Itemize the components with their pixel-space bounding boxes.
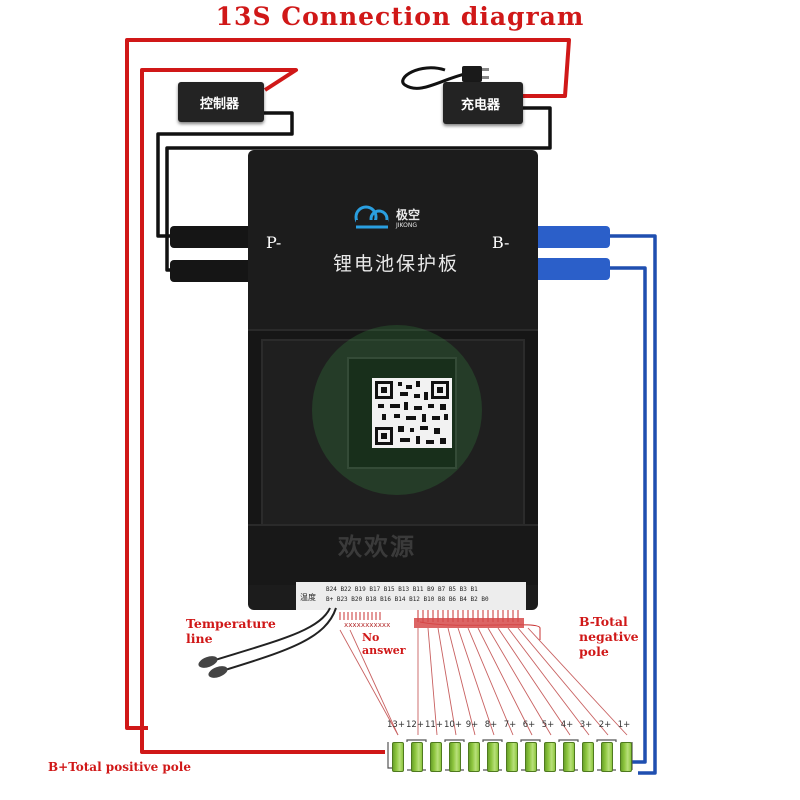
cell-label: 1+ xyxy=(617,720,631,730)
power-plug xyxy=(401,66,489,90)
temperature-line-label: Temperature line xyxy=(186,616,276,646)
no-answer-label: No answer xyxy=(362,631,406,657)
b-total-negative-label-3: pole xyxy=(579,644,609,659)
cell-label: 7+ xyxy=(503,720,517,730)
battery-cell xyxy=(411,742,423,772)
cell-label: 3+ xyxy=(579,720,593,730)
cell-label: 8+ xyxy=(484,720,498,730)
p-minus-cable-1 xyxy=(170,226,252,248)
no-answer-label-2: answer xyxy=(362,644,406,657)
battery-cell xyxy=(601,742,613,772)
pin-row-top: B24 B22 B19 B17 B15 B13 B11 B9 B7 B5 B3 … xyxy=(326,586,478,593)
b-total-negative-label-2: negative xyxy=(579,629,639,644)
b-minus-cable-2 xyxy=(530,258,610,280)
p-minus-cable-2 xyxy=(170,260,252,282)
brand-name: 极空 xyxy=(396,208,421,222)
cell-label: 5+ xyxy=(541,720,555,730)
cell-label: 13+ xyxy=(387,720,405,730)
charger-box: 充电器 xyxy=(443,82,523,124)
b-total-negative-label: B-Total negative pole xyxy=(579,614,639,659)
battery-cell xyxy=(392,742,404,772)
battery-cell xyxy=(449,742,461,772)
product-name: 锂电池保护板 xyxy=(333,253,460,275)
battery-cell xyxy=(525,742,537,772)
p-minus-label: P- xyxy=(266,233,282,252)
cloud-logo-icon xyxy=(354,205,389,229)
b-minus-label: B- xyxy=(492,233,510,252)
temperature-sensor-wires xyxy=(214,607,337,671)
battery-cell xyxy=(563,742,575,772)
temp-header-label: 温度 xyxy=(300,593,316,602)
red-wire-controller xyxy=(140,68,385,754)
cell-label: 6+ xyxy=(522,720,536,730)
battery-pack: 13+12+11+10+9+ 8+ 7+ 6+ 5+ 4+ 3+ 2+ 1+ xyxy=(387,720,648,780)
cell-label: 11+ xyxy=(425,720,443,730)
cell-label: 10+ xyxy=(444,720,462,730)
temperature-line-label-2: line xyxy=(186,631,213,646)
sense-wires xyxy=(339,627,628,736)
battery-cell xyxy=(487,742,499,772)
controller-label: 控制器 xyxy=(200,97,240,112)
brand-sub: JIKONG xyxy=(396,222,418,229)
b-total-negative-label-1: B-Total xyxy=(579,614,628,629)
cell-label: 2+ xyxy=(598,720,612,730)
watermark-text: 欢欢源 xyxy=(338,533,416,561)
cell-label: 12+ xyxy=(406,720,424,730)
cell-label: 9+ xyxy=(465,720,479,730)
temperature-line-label-1: Temperature xyxy=(186,616,276,631)
b-total-positive-label: B+Total positive pole xyxy=(48,760,191,774)
pin-row-bottom: B+ B23 B20 B18 B16 B14 B12 B10 B8 B6 B4 … xyxy=(326,596,489,603)
temperature-probe-2 xyxy=(208,666,228,678)
battery-cell xyxy=(468,742,480,772)
diagram-title: 13S Connection diagram xyxy=(215,2,585,31)
charger-label: 充电器 xyxy=(461,98,501,113)
battery-cell xyxy=(506,742,518,772)
controller-box: 控制器 xyxy=(178,82,264,122)
blue-wire xyxy=(600,234,657,775)
b-minus-cable-1 xyxy=(530,226,610,248)
battery-cell xyxy=(430,742,442,772)
battery-cell xyxy=(582,742,594,772)
cell-label: 4+ xyxy=(560,720,574,730)
temperature-probe-1 xyxy=(198,656,218,668)
battery-cell xyxy=(544,742,556,772)
pin-markers: xxxxxxxxxxx xyxy=(344,621,391,629)
no-answer-label-1: No xyxy=(362,631,380,644)
black-wire-charger xyxy=(165,106,552,272)
qr-pattern xyxy=(375,381,449,445)
battery-cell xyxy=(620,742,632,772)
black-wire-controller xyxy=(156,111,294,238)
